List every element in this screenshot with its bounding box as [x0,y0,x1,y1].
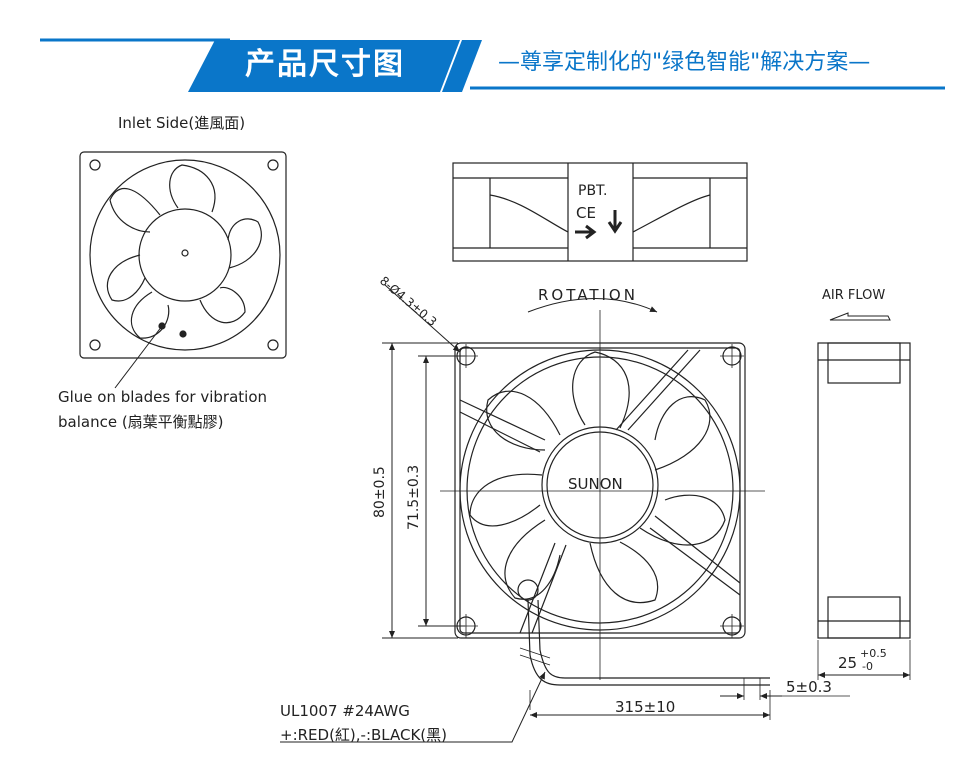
dim-315: 315±10 [615,698,675,716]
inlet-mount-hole-br [267,339,279,351]
dim-5: 5±0.3 [786,678,832,696]
top-view [452,162,748,262]
air-flow-arrow-icon [829,312,891,321]
lead-wires [280,599,850,743]
inlet-hub-center [181,249,189,257]
banner-slash [442,40,482,92]
side-view [817,342,911,680]
page-title: 产品尺寸图 [245,47,405,82]
front-blades [469,351,726,604]
glue-leader [114,325,163,389]
wire-exit-boss [517,579,539,601]
header-banner: 产品尺寸图 —尊享定制化的"绿色智能"解决方案— [0,0,980,100]
dim-80: 80±0.5 [372,466,388,518]
page-subtitle: —尊享定制化的"绿色智能"解决方案— [498,50,871,75]
support-struts [459,349,741,634]
side-view-outline [817,342,911,639]
inlet-frame [79,151,287,359]
inlet-blades [106,164,262,339]
wire-leader [485,671,546,743]
inlet-side-label: Inlet Side(進風面) [118,114,245,132]
rotation-arrow-icon [575,224,597,240]
dim-71-5: 71.5±0.3 [406,465,422,530]
brand-label: SUNON [568,475,623,493]
inlet-side-view [79,151,287,389]
hole-leader [384,284,461,353]
air-flow-label: AIR FLOW [822,288,885,303]
wire-spec-line1: UL1007 #24AWG [280,702,410,720]
inlet-mount-hole-tl [89,159,101,171]
inlet-hub [138,208,232,302]
glue-dot-2 [179,330,187,338]
banner-graphic [40,38,945,92]
top-view-outline [452,162,748,262]
dim-25-base: 25 [838,654,857,672]
banner-title-box [188,40,460,92]
airflow-arrow-icon [607,210,623,234]
dim-25-minus: -0 [862,660,873,673]
inlet-venturi [89,159,281,351]
glue-note-line2: balance (扇葉平衡點膠) [58,413,224,431]
rotation-arc [527,298,658,313]
pbt-label: PBT. [578,183,607,199]
glue-note-line1: Glue on blades for vibration [58,388,267,406]
dim-25-plus: +0.5 [860,647,887,660]
ce-mark: CE [576,204,596,222]
inlet-mount-hole-bl [89,339,101,351]
front-view [440,310,765,680]
wire-spec-line2: +:RED(紅),-:BLACK(黑) [280,726,447,744]
inlet-mount-hole-tr [267,159,279,171]
hole-dimension: 8-Ø4.3±0.3 [377,274,439,329]
